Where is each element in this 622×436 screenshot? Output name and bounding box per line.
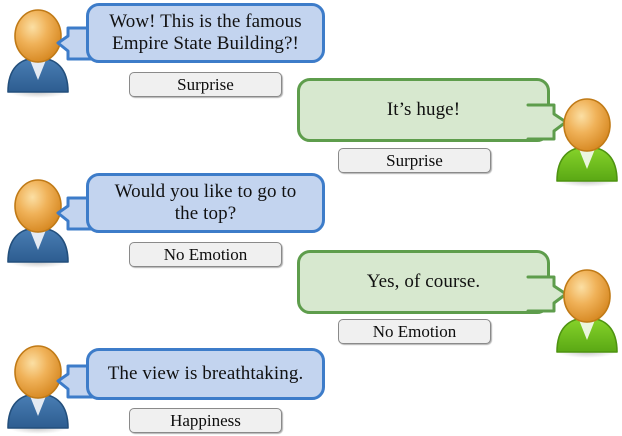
speech-bubble-turn-3: Would you like to go to the top? — [86, 173, 325, 233]
bubble-text: Would you like to go to the top? — [114, 180, 297, 224]
emotion-label-text: Happiness — [170, 410, 241, 430]
speech-bubble-turn-5: The view is breathtaking. — [86, 348, 325, 400]
emotion-label-turn-4: No Emotion — [338, 319, 491, 344]
emotion-label-text: Surprise — [177, 74, 234, 94]
bubble-text: Yes, of course. — [366, 270, 481, 292]
bubble-text: The view is breathtaking. — [107, 362, 304, 384]
emotion-label-text: Surprise — [386, 150, 443, 170]
emotion-label-turn-1: Surprise — [129, 72, 282, 97]
avatar-green-person — [551, 266, 622, 358]
emotion-label-turn-3: No Emotion — [129, 242, 282, 267]
speech-bubble-turn-1: Wow! This is the famous Empire State Bui… — [86, 3, 325, 63]
avatar-blue-person — [2, 176, 74, 268]
avatar-blue-person — [2, 342, 74, 434]
emotion-label-turn-2: Surprise — [338, 148, 491, 173]
avatar-green-person — [551, 95, 622, 187]
bubble-text: It’s huge! — [386, 98, 461, 120]
emotion-label-text: No Emotion — [372, 321, 457, 341]
emotion-label-turn-5: Happiness — [129, 408, 282, 433]
speech-bubble-turn-2: It’s huge! — [297, 78, 550, 142]
speech-bubble-turn-4: Yes, of course. — [297, 250, 550, 314]
emotion-label-text: No Emotion — [163, 244, 248, 264]
bubble-text: Wow! This is the famous Empire State Bui… — [109, 10, 302, 54]
avatar-blue-person — [2, 6, 74, 98]
